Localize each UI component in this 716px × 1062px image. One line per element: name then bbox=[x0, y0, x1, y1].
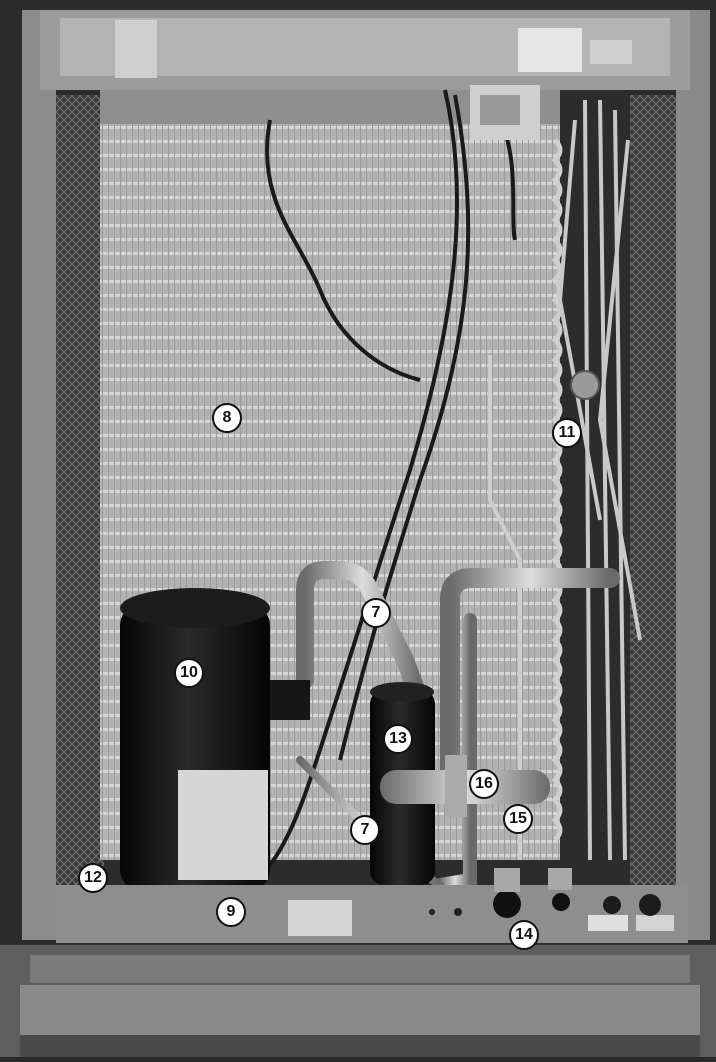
callout-15: 15 bbox=[503, 804, 533, 834]
left-grille bbox=[56, 95, 104, 885]
service-valves bbox=[493, 868, 572, 918]
switch-capillary bbox=[488, 355, 522, 860]
distributor-tubes bbox=[557, 99, 642, 861]
callout-11: 11 bbox=[552, 418, 582, 448]
callout-8: 8 bbox=[212, 403, 242, 433]
electrical-box bbox=[470, 85, 540, 140]
compressor bbox=[120, 588, 310, 890]
base-pan bbox=[56, 885, 688, 943]
callout-9: 9 bbox=[216, 897, 246, 927]
label-sticker-left bbox=[115, 20, 157, 78]
callout-7-lower: 7 bbox=[350, 815, 380, 845]
cabinet-frame bbox=[22, 10, 710, 940]
callout-14: 14 bbox=[509, 920, 539, 950]
reversing-valve bbox=[380, 755, 550, 817]
callout-10: 10 bbox=[174, 658, 204, 688]
coil-return-bends bbox=[551, 138, 563, 842]
callout-12: 12 bbox=[78, 863, 108, 893]
right-grille bbox=[630, 95, 676, 885]
callout-7-upper: 7 bbox=[361, 598, 391, 628]
compressor-label bbox=[178, 770, 268, 880]
label-sticker-right bbox=[518, 28, 582, 72]
callout-16: 16 bbox=[469, 769, 499, 799]
label-sticker-small bbox=[590, 40, 632, 64]
pressure-switch bbox=[570, 370, 600, 400]
base-label bbox=[288, 900, 352, 936]
callout-13: 13 bbox=[383, 724, 413, 754]
pallet bbox=[0, 945, 716, 1057]
